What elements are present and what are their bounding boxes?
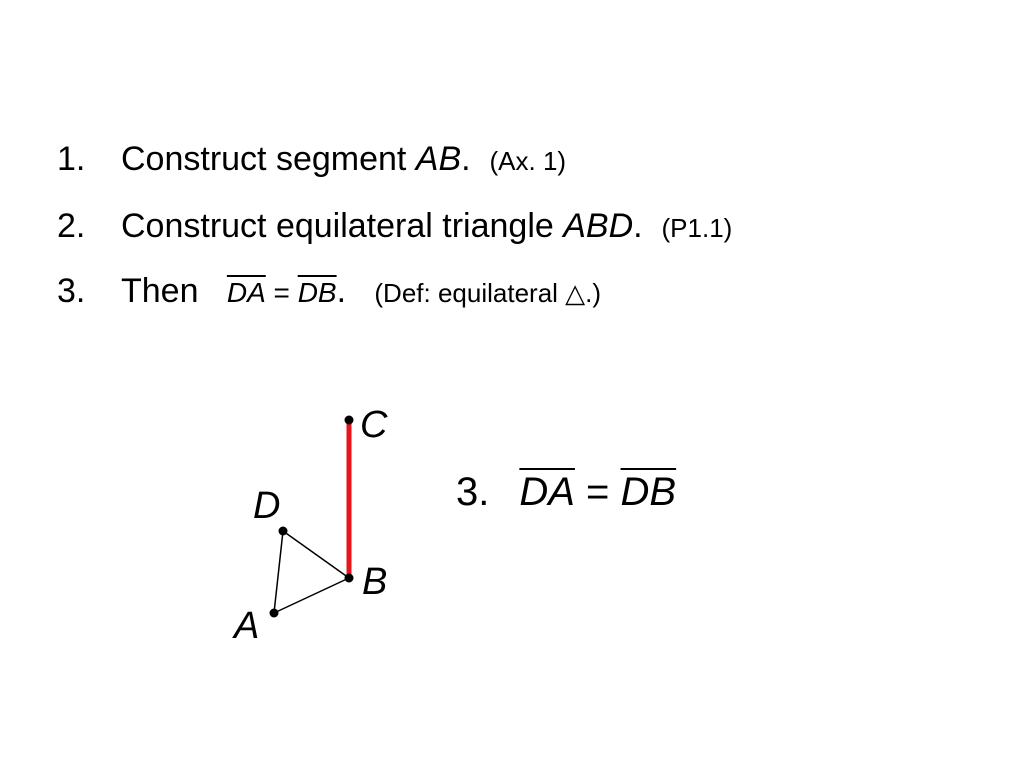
segment-ad-line <box>273 530 284 614</box>
point-a <box>269 608 279 618</box>
step-text: Then DA = DB. (Def: equilateral △.) <box>121 272 601 311</box>
point-c <box>344 415 354 425</box>
conclusion-equals: = <box>574 470 621 514</box>
step-text: Construct segment AB. (Ax. 1) <box>121 140 566 179</box>
segment-db-line <box>282 530 350 579</box>
step-number: 2. <box>57 207 86 245</box>
label-a: A <box>232 605 259 647</box>
step-2-period: . <box>633 207 643 245</box>
step-number: 1. <box>57 140 86 178</box>
step-2-reason: (P1.1) <box>661 213 733 243</box>
triangle-abd: ABD <box>563 207 634 245</box>
point-b <box>344 573 354 583</box>
step-2-text: Construct equilateral triangle <box>121 207 564 245</box>
step-3-period: . <box>336 272 347 310</box>
segment-db: DB <box>297 277 337 308</box>
point-d <box>278 526 288 536</box>
label-d: D <box>253 485 280 527</box>
conclusion-segment-db: DB <box>620 470 677 514</box>
step-number: 3. <box>57 272 86 310</box>
segment-ab: AB <box>415 140 462 178</box>
step-1-period: . <box>461 140 471 178</box>
conclusion: 3. DA = DB <box>456 470 676 515</box>
step-3-text: Then <box>121 272 208 310</box>
equals-sign: = <box>265 277 298 308</box>
label-b: B <box>362 561 387 603</box>
conclusion-number: 3. <box>456 470 490 514</box>
step-1-text: Construct segment <box>121 140 416 178</box>
segment-ab-line <box>273 577 350 614</box>
conclusion-segment-da: DA <box>519 470 575 514</box>
step-3-reason: (Def: equilateral △.) <box>374 278 602 308</box>
step-text: Construct equilateral triangle ABD. (P1.… <box>121 207 732 246</box>
segment-da: DA <box>226 277 266 308</box>
step-1-reason: (Ax. 1) <box>489 146 567 176</box>
label-c: C <box>360 404 388 446</box>
